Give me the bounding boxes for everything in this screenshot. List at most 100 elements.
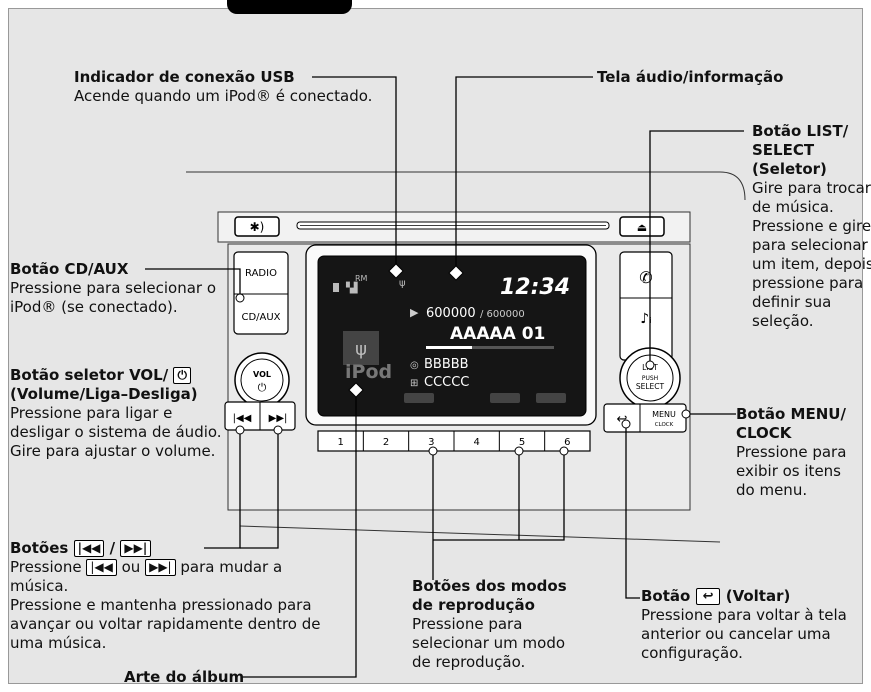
skip-back-key-icon: |◀◀ [73, 540, 105, 557]
marker-preset-6 [559, 446, 569, 456]
preset-button-4[interactable]: 4 [473, 437, 479, 448]
list-select-desc-8: seleção. [752, 312, 814, 330]
marker-skip-back [235, 425, 245, 435]
back-title: Botão ↩ (Voltar) [641, 587, 791, 605]
back-desc-3: configuração. [641, 644, 743, 662]
leader-cdaux [145, 268, 241, 298]
marker-cdaux [235, 293, 245, 303]
label-cd-aux: Botão CD/AUX Pressione para selecionar o… [10, 260, 216, 317]
top-left-button [234, 216, 280, 237]
vol-desc-3: Gire para ajustar o volume. [10, 442, 216, 460]
cdaux-button-label: CD/AUX [241, 312, 280, 323]
back-icon: ↩ [617, 412, 628, 427]
eject-button [619, 216, 665, 237]
album-art-usb-icon: ψ [355, 339, 367, 360]
menu-button-line2: CLOCK [655, 422, 674, 428]
list-select-desc-7: definir sua [752, 293, 832, 311]
vol-desc-2: desligar o sistema de áudio. [10, 423, 222, 441]
vol-title-1: Botão seletor VOL/ ⏻ [10, 366, 222, 385]
label-back: Botão ↩ (Voltar) Pressione para voltar à… [641, 587, 847, 663]
list-knob-line3: SELECT [636, 382, 665, 391]
album-art-title: Arte do álbum [124, 668, 245, 686]
eject-icon: ⏏ [637, 221, 647, 234]
preset-button-1[interactable]: 1 [337, 437, 343, 448]
skip-desc-4: avançar ou voltar rapidamente dentro de [10, 615, 321, 633]
dash-outline-top [186, 171, 746, 201]
skip-fwd-key-icon: ▶▶| [120, 540, 152, 557]
progress-track [426, 346, 554, 349]
back-key-icon: ↩ [695, 588, 721, 605]
skip-desc-5: uma música. [10, 634, 107, 652]
back-desc-2: anterior ou cancelar uma [641, 625, 831, 643]
menu-clock-title-2: CLOCK [736, 424, 792, 442]
label-album-art: Arte do álbum [124, 668, 244, 687]
menu-clock-desc-3: do menu. [736, 481, 808, 499]
header-tab [227, 0, 352, 14]
preset-buttons: 1 2 3 4 5 6 [337, 431, 571, 451]
marker-preset-3 [428, 446, 438, 456]
play-modes-desc-2: selecionar um modo [412, 634, 566, 652]
vol-desc-1: Pressione para ligar e [10, 404, 173, 422]
menu-button-line1: MENU [652, 410, 676, 419]
leader-screen [455, 76, 593, 272]
list-select-desc-6: pressione para [752, 274, 864, 292]
album-name: CCCCC [424, 375, 469, 390]
artist-icon: ◎ [410, 360, 419, 371]
label-vol: Botão seletor VOL/ ⏻ (Volume/Liga–Deslig… [10, 366, 222, 461]
dash-outline-bottom [239, 525, 721, 543]
track-icon: ▶ [410, 306, 419, 319]
list-knob-line2: PUSH [642, 375, 658, 382]
label-usb-indicator: Indicador de conexão USB Acende quando u… [74, 68, 372, 106]
track-title: AAAAA 01 [450, 324, 545, 344]
leader-skip-fwd [240, 430, 279, 549]
radio-button-label: RADIO [245, 268, 277, 279]
skip-desc-3: Pressione e mantenha pressionado para [10, 596, 312, 614]
preset-button-3[interactable]: 3 [428, 437, 434, 448]
skip-title: Botões |◀◀ / ▶▶| [10, 539, 320, 558]
list-select-desc-1: Gire para trocar [752, 179, 871, 197]
preset-button-6[interactable]: 6 [564, 437, 570, 448]
label-menu-clock: Botão MENU/ CLOCK Pressione para exibir … [736, 405, 846, 500]
repeat-mode-tag [404, 393, 434, 403]
list-select-desc-4: para selecionar [752, 236, 868, 254]
skip-back-icon: |◀◀ [233, 413, 252, 424]
top-left-button-glyph: ✱) [250, 220, 265, 234]
radio-cdaux-frame [233, 251, 289, 335]
list-select-desc-2: de música. [752, 198, 834, 216]
leader-back [625, 424, 640, 599]
preset-button-5[interactable]: 5 [519, 437, 525, 448]
vol-title-2: (Volume/Liga–Desliga) [10, 385, 198, 403]
label-audio-screen: Tela áudio/informação [597, 68, 783, 87]
music-note-icon: ♪ᵢ [640, 311, 651, 327]
artist-name: BBBBB [424, 357, 469, 372]
play-modes-title-2: de reprodução [412, 596, 535, 614]
label-play-modes: Botões dos modos de reprodução Pressione… [412, 577, 567, 672]
usb-indicator-title: Indicador de conexão USB [74, 68, 295, 86]
vol-knob-inner [240, 358, 284, 402]
track-counter: 600000 [426, 306, 476, 321]
skip-desc-2: música. [10, 577, 69, 595]
signal-bar-1 [333, 283, 339, 292]
skip-fwd-key-icon-2: ▶▶| [145, 559, 176, 576]
list-select-title-2: SELECT [752, 141, 815, 159]
audio-screen-title: Tela áudio/informação [597, 68, 784, 86]
usb-status-icon: ψ [399, 278, 406, 289]
leader-album-art [242, 390, 357, 678]
album-icon: ⊞ [410, 378, 418, 389]
list-select-title-3: (Seletor) [752, 160, 827, 178]
menu-clock-desc-1: Pressione para [736, 443, 847, 461]
play-modes-title-1: Botões dos modos [412, 577, 567, 595]
list-select-title-1: Botão LIST/ [752, 122, 849, 140]
label-skip: Botões |◀◀ / ▶▶| Pressione |◀◀ ou ▶▶| pa… [10, 539, 320, 653]
marker-preset-5 [514, 446, 524, 456]
preset-button-2[interactable]: 2 [383, 437, 389, 448]
progress-fill [426, 346, 472, 349]
skip-forward-icon: ▶▶| [269, 413, 288, 424]
signal-icon: ▝▟ [342, 281, 358, 294]
shuffle-mode-tag [490, 393, 520, 403]
label-list-select: Botão LIST/ SELECT (Seletor) Gire para t… [752, 122, 871, 331]
leader-lines [145, 76, 744, 678]
play-modes-desc-3: de reprodução. [412, 653, 526, 671]
source-ipod: iPod [345, 361, 392, 383]
cd-aux-desc-2: iPod® (se conectado). [10, 298, 178, 316]
